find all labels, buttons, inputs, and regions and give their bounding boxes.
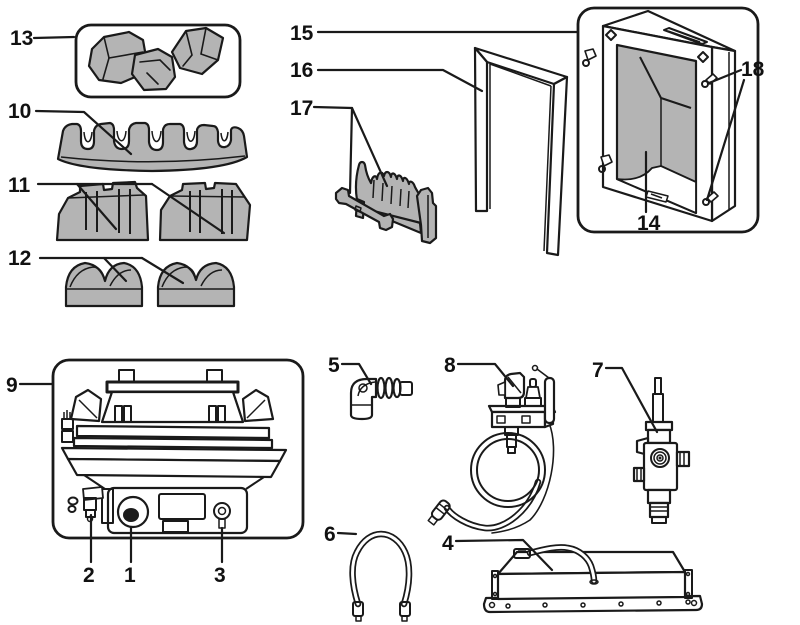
rib-1 — [376, 376, 386, 400]
tray-band-lower — [72, 436, 274, 450]
inlet-tap — [67, 486, 114, 524]
fret-front-bar — [334, 186, 395, 232]
part-12-coal-strips: 12 — [8, 247, 236, 308]
part-16-surround-frame: 16 — [290, 46, 569, 257]
frame-left-leg — [473, 46, 489, 213]
valve-right-port — [675, 450, 691, 468]
firebox-vent-slot — [663, 27, 708, 45]
coal-strip-right — [156, 261, 236, 308]
callout-8: 8 — [444, 354, 456, 377]
left-wing — [69, 388, 103, 423]
flange-hole-top-right — [697, 51, 709, 63]
leader-6 — [336, 531, 358, 536]
lead-connector — [427, 499, 451, 526]
side-brick-left — [55, 180, 150, 242]
rib-2 — [384, 376, 394, 400]
tray-inlet-fitting — [513, 548, 531, 559]
fret-finials — [354, 160, 423, 225]
part-13-loose-coals: 13 — [10, 23, 242, 99]
part-14-firebox: 18 14 15 — [290, 6, 765, 235]
part-11-side-bricks: 11 — [8, 174, 252, 242]
part-9-burner-assembly: 9 2 1 3 — [6, 358, 305, 587]
leader-10 — [34, 109, 133, 156]
valve-flange — [644, 420, 674, 432]
callout-11: 11 — [8, 174, 31, 197]
part-4-burner-tray: 4 — [442, 532, 704, 614]
tray-band-upper — [75, 424, 271, 440]
callout-14: 14 — [637, 212, 661, 235]
callout-5: 5 — [328, 354, 340, 377]
leader-17 — [312, 105, 354, 195]
part-7-gas-valve: 7 — [592, 359, 691, 524]
valve-stem — [652, 393, 664, 423]
fret-right-upright — [415, 186, 438, 245]
fuel-bed-shape — [56, 121, 249, 173]
callout-15: 15 — [290, 22, 314, 45]
callout-13: 13 — [10, 27, 33, 50]
valve-lower-block — [646, 488, 672, 505]
valve-threaded-end — [648, 501, 670, 519]
callout-18: 18 — [741, 58, 765, 81]
tray-right-cap — [684, 569, 693, 599]
leader-13 — [32, 35, 76, 40]
upper-trapezoid — [100, 390, 245, 424]
flange-hole-top-left — [605, 29, 617, 41]
fret-bar-hole — [354, 205, 362, 213]
leader-8 — [456, 362, 515, 388]
knob-center — [123, 508, 139, 522]
elbow-body — [349, 377, 378, 421]
valve-bonnet — [646, 428, 672, 445]
callout-2: 2 — [83, 564, 95, 587]
firebox-left-clip-bottom — [598, 154, 613, 173]
leader-18 — [707, 68, 743, 85]
frame-top-beam — [473, 46, 569, 86]
callout-12: 12 — [8, 247, 31, 270]
fitting-tip — [399, 381, 413, 396]
valve-orifice — [650, 448, 670, 468]
firebox-left-clip-top — [582, 48, 597, 67]
leader-4 — [454, 538, 554, 572]
pilot-bracket-face — [490, 410, 547, 429]
callout-10: 10 — [8, 100, 31, 123]
callout-3: 3 — [214, 564, 226, 587]
callout-7: 7 — [592, 359, 604, 382]
panel-window — [158, 493, 206, 520]
panel-lower-plate — [162, 520, 189, 533]
callout-9: 9 — [6, 374, 18, 397]
part-10-fuel-bed: 10 — [8, 100, 249, 173]
leader-7 — [604, 366, 659, 434]
frame-right-leg — [545, 75, 569, 257]
electrode — [543, 376, 556, 425]
part-5-elbow-fitting: 5 — [328, 354, 413, 421]
coal-rock-right — [170, 26, 225, 76]
callout-16: 16 — [290, 59, 313, 82]
leader-16 — [316, 68, 484, 93]
tray-left-cap — [491, 570, 499, 600]
tray-base-flange — [482, 594, 704, 614]
top-bar — [105, 380, 240, 394]
part-6-flexible-loop: 6 — [324, 523, 413, 622]
leader-5 — [340, 362, 373, 386]
valve-left-port — [632, 466, 646, 483]
part-18-screws — [701, 73, 719, 206]
coal-rock-middle — [130, 47, 177, 92]
pilot-tube-loop — [470, 432, 546, 508]
callout-4: 4 — [442, 532, 454, 555]
part-17-fret: 17 — [290, 97, 438, 245]
callout-1: 1 — [124, 564, 136, 587]
skirt — [66, 457, 282, 479]
side-brick-right — [158, 181, 252, 242]
right-wing — [241, 388, 275, 423]
callout-6: 6 — [324, 523, 336, 546]
valve-stem-tip — [654, 377, 662, 395]
part-8-pilot-assembly: 8 — [427, 354, 557, 534]
callout-17: 17 — [290, 97, 313, 120]
thermocouple — [529, 378, 537, 388]
